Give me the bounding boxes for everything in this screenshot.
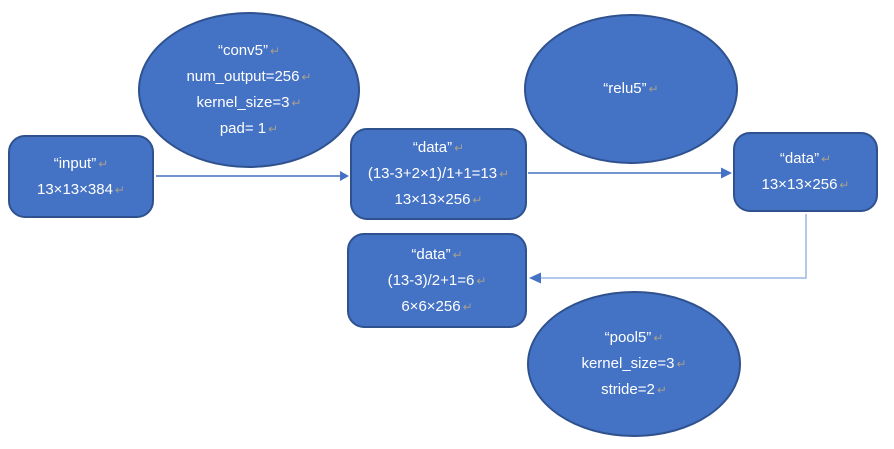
node-input[interactable]: “input”↵ 13×13×384↵ bbox=[8, 135, 154, 218]
node-text-line: stride=2↵ bbox=[601, 381, 667, 398]
node-text-line: 13×13×256↵ bbox=[761, 176, 850, 193]
node-relu5[interactable]: “relu5”↵ bbox=[524, 14, 738, 164]
paragraph-return-mark: ↵ bbox=[476, 273, 487, 288]
paragraph-return-mark: ↵ bbox=[653, 331, 664, 345]
node-text-line: “relu5”↵ bbox=[603, 80, 659, 97]
paragraph-return-mark: ↵ bbox=[462, 299, 473, 314]
connector-data-to-data2[interactable] bbox=[528, 167, 732, 179]
paragraph-return-mark: ↵ bbox=[454, 141, 465, 155]
node-text-line: “data”↵ bbox=[411, 245, 463, 263]
paragraph-return-mark: ↵ bbox=[291, 96, 302, 110]
node-text-line: 6×6×256↵ bbox=[401, 297, 473, 315]
node-data-pool-output[interactable]: “data”↵ (13-3)/2+1=6↵ 6×6×256↵ bbox=[347, 233, 527, 328]
arrowhead-right-icon bbox=[721, 167, 732, 179]
node-text-line: “input”↵ bbox=[53, 154, 109, 172]
paragraph-return-mark: ↵ bbox=[98, 156, 109, 171]
node-text-line: (13-3+2×1)/1+1=13↵ bbox=[367, 165, 510, 182]
connector-data2-to-data3[interactable] bbox=[529, 214, 807, 284]
paragraph-return-mark: ↵ bbox=[452, 247, 463, 262]
node-text-line: (13-3)/2+1=6↵ bbox=[387, 271, 487, 289]
paragraph-return-mark: ↵ bbox=[114, 182, 125, 197]
node-text-line: “data”↵ bbox=[412, 139, 465, 156]
paragraph-return-mark: ↵ bbox=[301, 70, 312, 84]
node-pool5[interactable]: “pool5”↵ kernel_size=3↵ stride=2↵ bbox=[527, 291, 741, 437]
arrowhead-right-icon bbox=[340, 171, 349, 181]
paragraph-return-mark: ↵ bbox=[472, 193, 483, 207]
node-text-line: num_output=256↵ bbox=[186, 68, 312, 85]
paragraph-return-mark: ↵ bbox=[656, 383, 667, 397]
node-data-relu-output[interactable]: “data”↵ 13×13×256↵ bbox=[733, 132, 878, 212]
node-conv5[interactable]: “conv5”↵ num_output=256↵ kernel_size=3↵ … bbox=[138, 12, 360, 168]
node-data-conv-output[interactable]: “data”↵ (13-3+2×1)/1+1=13↵ 13×13×256↵ bbox=[350, 128, 527, 220]
paragraph-return-mark: ↵ bbox=[499, 167, 510, 181]
paragraph-return-mark: ↵ bbox=[269, 44, 281, 58]
paragraph-return-mark: ↵ bbox=[268, 122, 279, 136]
paragraph-return-mark: ↵ bbox=[648, 82, 659, 96]
node-text-line: pad= 1↵ bbox=[219, 120, 279, 137]
paragraph-return-mark: ↵ bbox=[839, 178, 850, 192]
node-text-line: kernel_size=3↵ bbox=[581, 355, 687, 372]
paragraph-return-mark: ↵ bbox=[676, 357, 687, 371]
paragraph-return-mark: ↵ bbox=[821, 152, 832, 166]
node-text-line: kernel_size=3↵ bbox=[196, 94, 302, 111]
arrowhead-left-icon bbox=[529, 272, 541, 284]
node-text-line: “data”↵ bbox=[779, 150, 832, 167]
connector-input-to-data[interactable] bbox=[156, 171, 349, 181]
node-text-line: 13×13×256↵ bbox=[394, 191, 483, 208]
node-text-line: “conv5”↵ bbox=[217, 42, 281, 59]
node-text-line: 13×13×384↵ bbox=[37, 180, 125, 198]
node-text-line: “pool5”↵ bbox=[604, 329, 664, 346]
